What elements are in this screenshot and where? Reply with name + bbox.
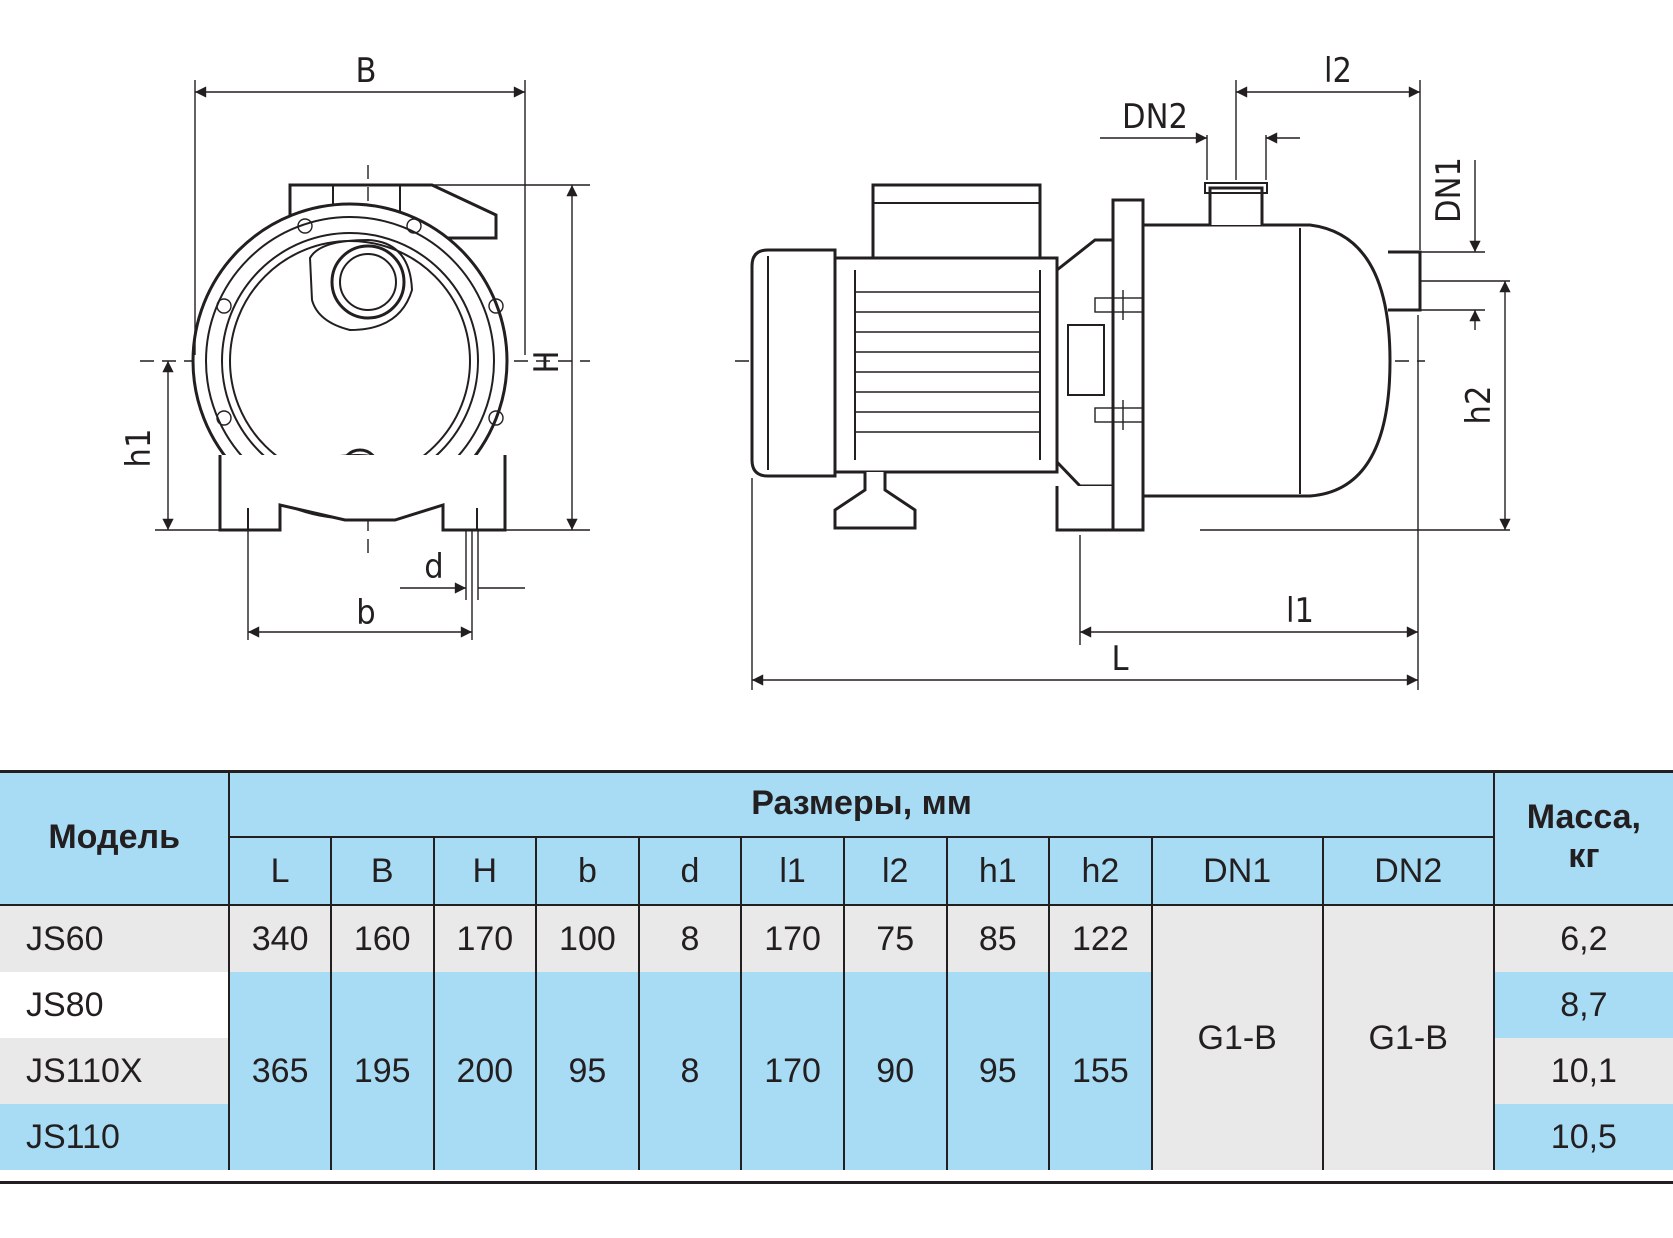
col-l2: l2: [843, 836, 948, 905]
col-h2: h2: [1049, 836, 1153, 905]
header-model: Модель: [0, 770, 231, 905]
dimensions-table: Модель Размеры, мм Масса, кг L B H b d l…: [0, 770, 1673, 1170]
model-name: JS110: [0, 1104, 231, 1170]
dim-label-b: b: [356, 593, 375, 633]
cell-h2: 155: [1049, 972, 1153, 1170]
cell-b: 100: [536, 904, 640, 972]
cell-mass: 10,1: [1493, 1038, 1673, 1104]
dim-label-H: H: [527, 350, 567, 373]
header-mass: Масса, кг: [1493, 770, 1673, 905]
cell-H: 200: [433, 972, 538, 1170]
header-mass-line1: Масса,: [1526, 798, 1642, 836]
header-mass-line2: кг: [1568, 837, 1600, 875]
col-B: B: [330, 836, 435, 905]
dim-label-l1: l1: [1286, 591, 1314, 631]
dim-label-h1: h1: [119, 429, 159, 468]
cell-B: 160: [330, 904, 435, 972]
model-name: JS110X: [0, 1038, 231, 1104]
header-dimensions: Размеры, мм: [229, 770, 1495, 837]
cell-h1: 85: [946, 904, 1051, 972]
col-l1: l1: [741, 836, 845, 905]
cell-mass: 8,7: [1493, 972, 1673, 1038]
table-bottom-rule: [0, 1181, 1673, 1184]
cell-l2: 90: [843, 972, 948, 1170]
cell-DN1: G1-B: [1151, 904, 1324, 1170]
cell-H: 170: [433, 904, 538, 972]
cell-h2: 122: [1049, 904, 1153, 972]
col-DN1: DN1: [1151, 836, 1324, 905]
cell-b: 95: [536, 972, 640, 1170]
table-row: JS60 340 160 170 100 8 170 75 85 122 G1-…: [0, 904, 1673, 1170]
col-d: d: [638, 836, 743, 905]
cell-B: 195: [330, 972, 435, 1170]
cell-l1: 170: [741, 904, 845, 972]
dim-label-DN1: DN1: [1429, 157, 1469, 223]
table-top-rule: [0, 770, 1673, 773]
cell-L: 365: [229, 972, 332, 1170]
cell-l1: 170: [741, 972, 845, 1170]
model-name: JS80: [0, 972, 231, 1038]
dim-label-DN2: DN2: [1122, 97, 1188, 137]
dim-label-l2: l2: [1324, 51, 1352, 91]
dim-label-L: L: [1111, 639, 1128, 679]
col-b: b: [536, 836, 640, 905]
table-row: JS110 10,5: [0, 1104, 1673, 1170]
model-name: JS60: [0, 904, 231, 972]
cell-mass: 6,2: [1493, 904, 1673, 972]
cell-DN2: G1-B: [1322, 904, 1495, 1170]
dim-label-B: B: [356, 51, 377, 91]
cell-d: 8: [638, 972, 743, 1170]
side-view: l2 DN2 DN1 h2 l1 L: [735, 51, 1511, 690]
front-view: B H h1 b d: [119, 51, 590, 640]
cell-d: 8: [638, 904, 743, 972]
col-DN2: DN2: [1322, 836, 1495, 905]
table-row: JS110X 10,1: [0, 1038, 1673, 1104]
dim-label-d: d: [424, 547, 443, 587]
dim-label-h2: h2: [1459, 386, 1499, 425]
col-h1: h1: [946, 836, 1051, 905]
cell-mass: 10,5: [1493, 1104, 1673, 1170]
col-L: L: [229, 836, 332, 905]
col-H: H: [433, 836, 538, 905]
pump-dimension-drawing: B H h1 b d: [119, 51, 1511, 690]
table-row: JS80 365 195 200 95 8 170 90 95 155 8,7: [0, 972, 1673, 1170]
cell-L: 340: [229, 904, 332, 972]
cell-l2: 75: [843, 904, 948, 972]
cell-h1: 95: [946, 972, 1051, 1170]
